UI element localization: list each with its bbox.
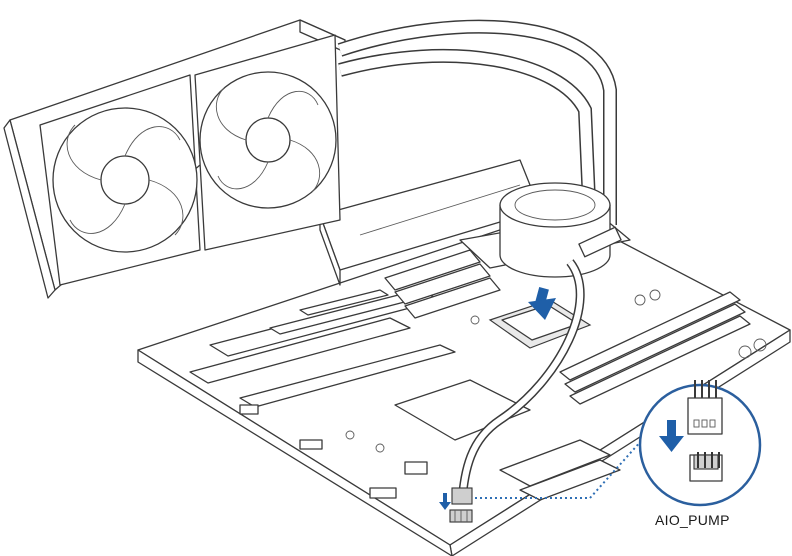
callout-leader	[475, 439, 643, 499]
fan-left	[39, 74, 201, 286]
pump-head	[451, 182, 631, 505]
down-arrow-icon	[439, 493, 451, 510]
pcie-slots	[189, 289, 456, 408]
ram-slots-right	[559, 291, 751, 405]
aio-pump-label: AIO_PUMP	[655, 512, 730, 528]
radiator	[3, 19, 346, 299]
coolant-tubes	[337, 19, 617, 226]
ram-slots-left	[384, 249, 501, 319]
fan-right	[194, 34, 341, 251]
chipset-heatsink	[394, 379, 531, 441]
header-pins	[689, 452, 723, 482]
callout-magnifier	[638, 380, 762, 507]
pump-cable-connector	[687, 380, 723, 435]
cpu-socket	[488, 299, 592, 349]
aio-pump-header	[449, 509, 473, 523]
down-arrow-icon	[659, 420, 684, 452]
down-arrow-icon	[528, 286, 556, 320]
